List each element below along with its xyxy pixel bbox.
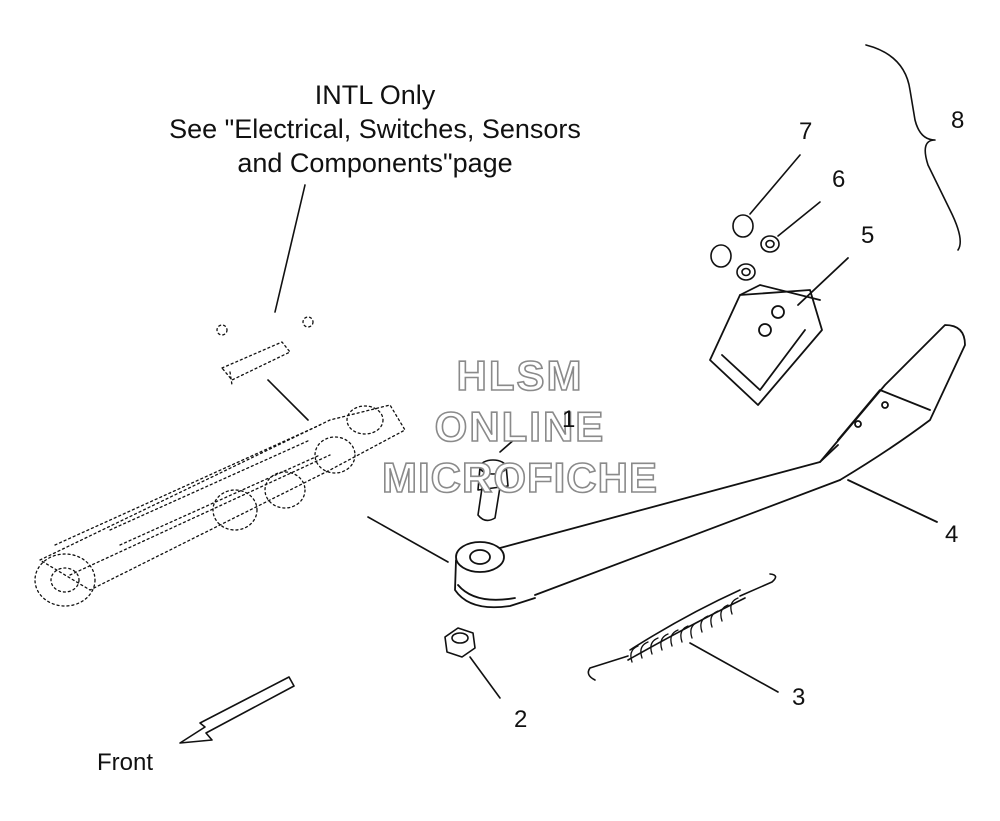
pivot-leader — [367, 516, 449, 563]
front-arrow — [179, 676, 295, 744]
note-leader — [274, 184, 306, 313]
watermark-line-1: HLSM — [456, 351, 584, 400]
part-6-washers — [736, 201, 821, 281]
part-5-pad — [709, 257, 849, 406]
front-label: Front — [97, 749, 154, 776]
watermark-line-3: MICROFICHE — [381, 453, 658, 502]
part-8-brace — [865, 44, 961, 251]
watermark-line-2: ONLINE — [434, 402, 606, 451]
part-2-nut — [444, 627, 501, 699]
intl-note: INTL Only See "Electrical, Switches, Sen… — [120, 78, 630, 180]
intl-note-line-2: See "Electrical, Switches, Sensors — [169, 114, 581, 144]
part-3-spring — [587, 573, 779, 693]
callout-1: 1 — [562, 406, 576, 433]
intl-note-line-1: INTL Only — [314, 80, 436, 110]
ghost-frame — [34, 316, 406, 607]
callout-4: 4 — [945, 521, 959, 548]
part-1-bolt — [477, 437, 517, 522]
callout-6: 6 — [832, 166, 846, 193]
callout-7: 7 — [799, 118, 813, 145]
callout-2: 2 — [514, 706, 528, 733]
callout-5: 5 — [861, 222, 875, 249]
switch-leader — [267, 379, 309, 421]
intl-note-line-3: and Components"page — [237, 148, 513, 178]
callout-3: 3 — [792, 684, 806, 711]
callout-8: 8 — [951, 107, 965, 134]
part-4-kickstand — [454, 324, 966, 609]
part-7-caps — [710, 154, 801, 268]
